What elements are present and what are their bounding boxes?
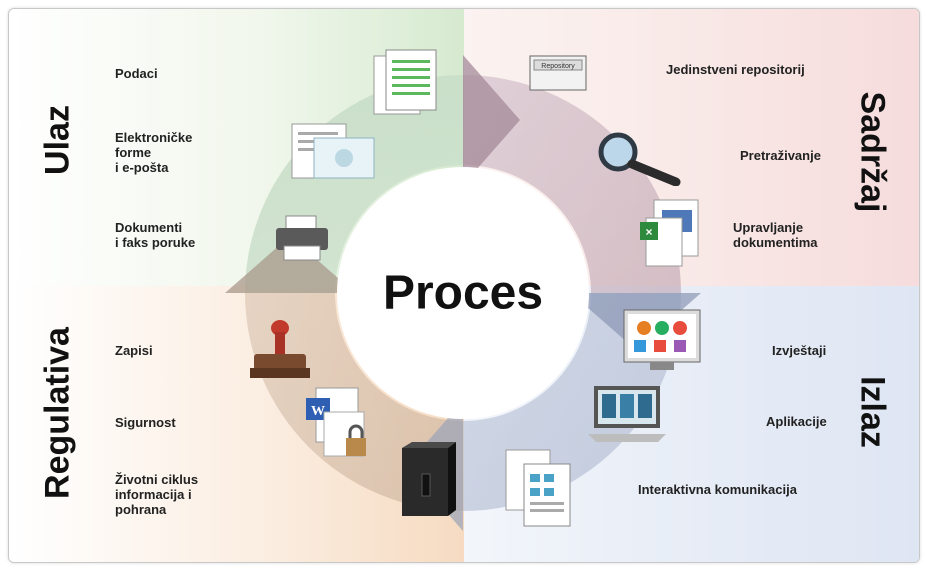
applications-laptop-icon (588, 386, 666, 442)
arrow-head-left (225, 236, 355, 293)
quadrant-title-sadrzaj: Sadržaj (853, 91, 892, 213)
ulaz-item-elektronicke-forme: Elektroničke forme i e-pošta (115, 130, 193, 175)
repository-window-icon: Repository (529, 55, 587, 91)
magnifier-icon (598, 132, 681, 186)
ulaz-item-dokumenti: Dokumenti i faks poruke (115, 220, 196, 250)
quadrant-title-izlaz: Izlaz (853, 376, 892, 448)
regulativa-item-sigurnost: Sigurnost (115, 415, 176, 430)
quadrant-title-ulaz: Ulaz (38, 105, 77, 175)
izlaz-item-interaktivna: Interaktivna komunikacija (638, 482, 797, 497)
secure-document-icon: W (306, 387, 366, 457)
spreadsheet-icon (373, 49, 437, 115)
center-label: Proces (382, 266, 544, 320)
server-icon (402, 442, 456, 516)
repository-window-label: Repository (541, 63, 575, 70)
svg-text:×: × (645, 225, 652, 239)
arrow-head-top (463, 55, 520, 185)
regulativa-item-zapisi: Zapisi (115, 343, 153, 358)
regulativa-item-zivotni-ciklus: Životni ciklus informacija i pohrana (115, 472, 199, 517)
ring-segment-sadrzaj (463, 75, 681, 293)
stamp-icon (250, 320, 310, 378)
sadrzaj-item-pretrazivanje: Pretraživanje (740, 148, 821, 163)
izlaz-item-aplikacije: Aplikacije (766, 414, 827, 429)
center-circle (337, 167, 589, 419)
electronic-forms-icon (291, 123, 375, 179)
sadrzaj-item-upravljanje: Upravljanje dokumentima (733, 220, 818, 250)
izlaz-item-izvjestaji: Izvještaji (772, 343, 827, 358)
reports-monitor-icon (623, 309, 701, 370)
ulaz-item-podaci: Podaci (115, 66, 158, 81)
sadrzaj-item-repositorij: Jedinstveni repositorij (666, 62, 805, 77)
document-management-icon: × (640, 199, 699, 267)
printer-icon (276, 215, 328, 261)
interactive-documents-icon (505, 449, 571, 527)
quadrant-title-regulativa: Regulativa (38, 327, 77, 499)
svg-text:W: W (311, 404, 325, 419)
